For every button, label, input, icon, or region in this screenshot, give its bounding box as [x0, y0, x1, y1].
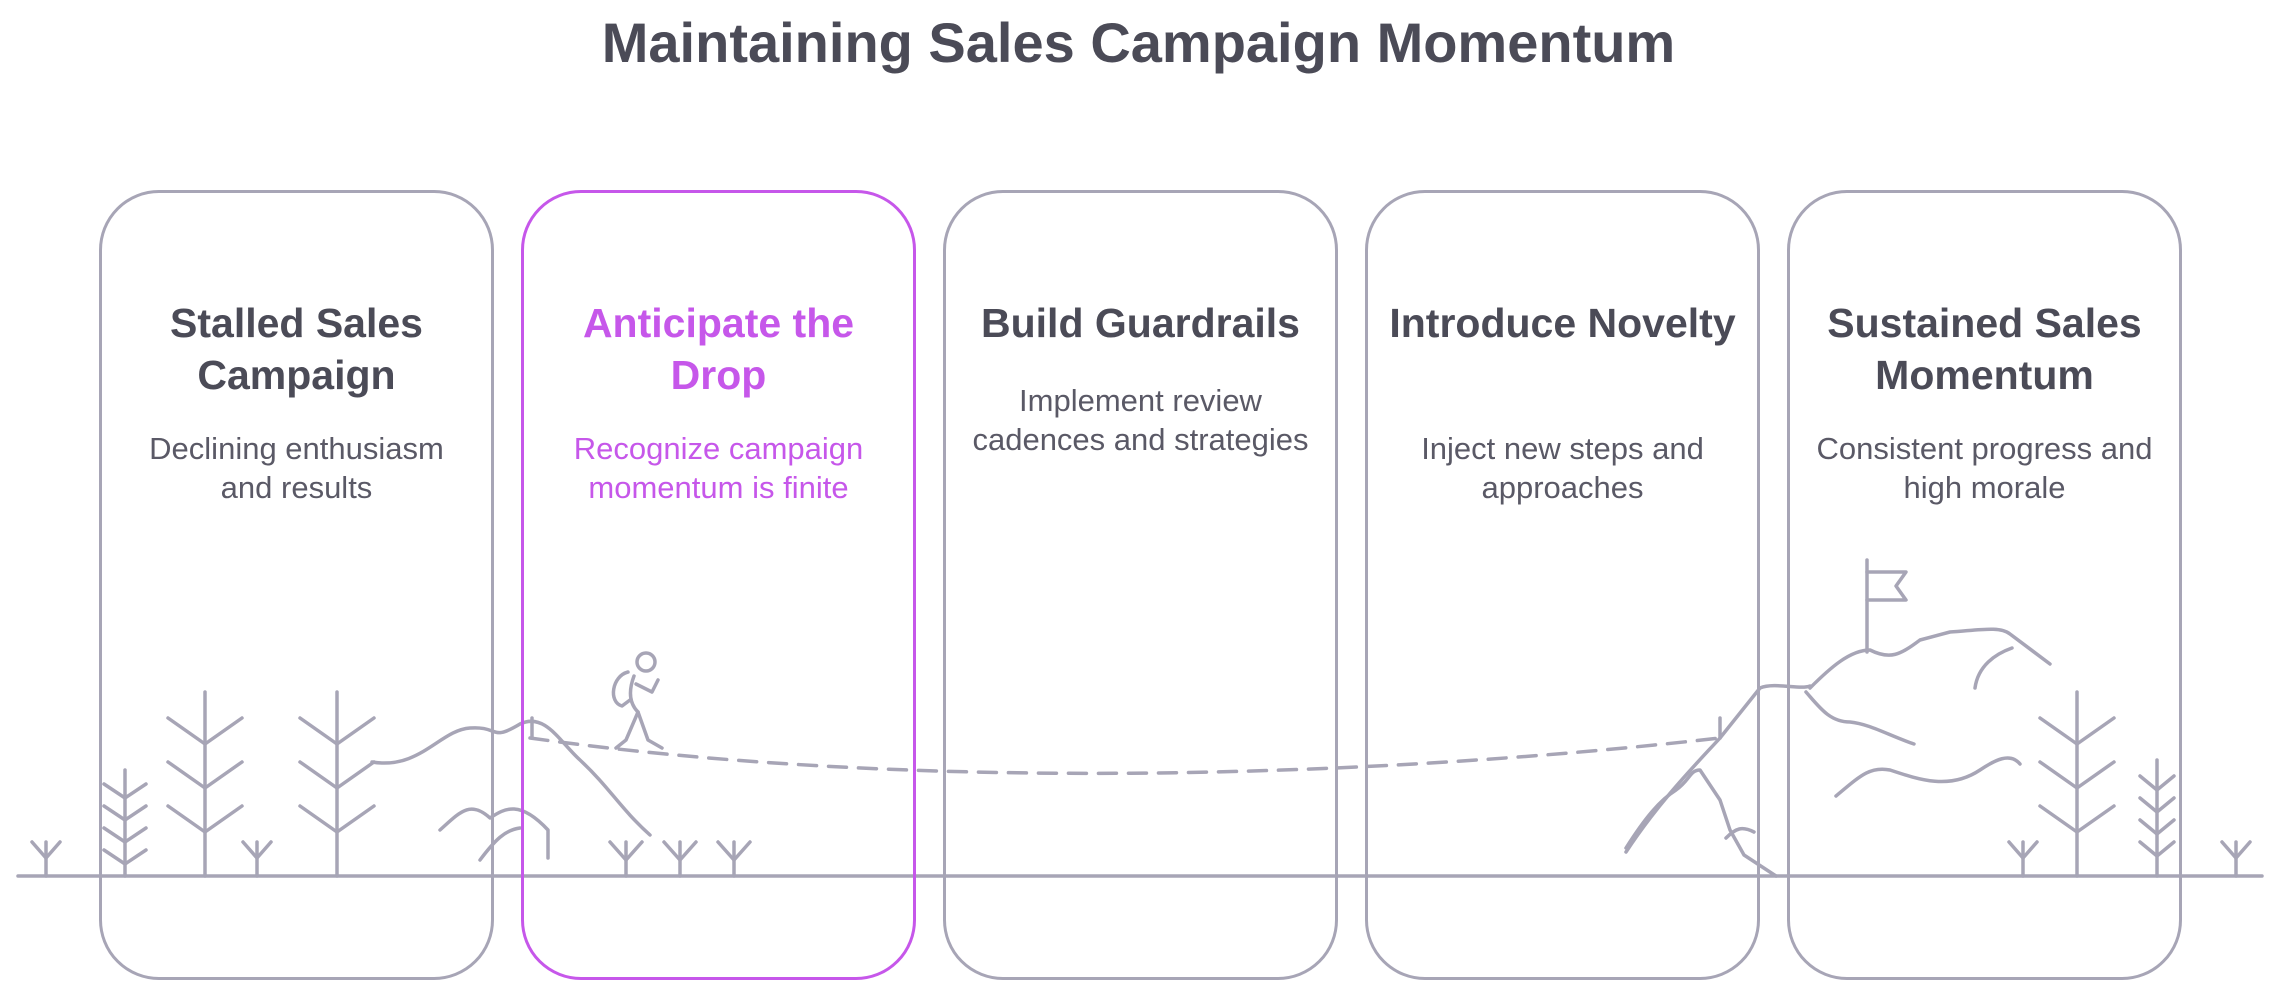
pine-tree-icon: [166, 690, 244, 878]
step-card-anticipate-the-drop: Anticipate the Drop Recognize campaign m…: [521, 190, 916, 980]
page-title: Maintaining Sales Campaign Momentum: [601, 11, 1676, 74]
grass-sprout-icon: [608, 840, 644, 878]
step-title: Build Guardrails: [981, 300, 1300, 346]
step-description: Inject new steps and approaches: [1421, 431, 1704, 505]
hill-icon: [1804, 690, 1916, 746]
pine-tree-icon: [102, 768, 148, 878]
step-card-introduce-novelty: Introduce Novelty Inject new steps and a…: [1365, 190, 1760, 980]
hill-icon: [1834, 756, 2022, 798]
mountain-peak-icon: [1808, 627, 2052, 690]
grass-sprout-icon: [662, 840, 698, 878]
step-card-build-guardrails: Build Guardrails Implement review cadenc…: [943, 190, 1338, 980]
pine-tree-icon: [2138, 758, 2176, 878]
hill-icon: [438, 807, 550, 860]
step-title: Anticipate the Drop: [582, 300, 855, 398]
grass-sprout-icon: [30, 840, 62, 878]
step-title: Stalled Sales Campaign: [170, 300, 423, 398]
step-title: Sustained Sales Momentum: [1827, 300, 2142, 398]
grass-sprout-icon: [716, 840, 752, 878]
grass-sprout-icon: [241, 840, 273, 878]
dashed-journey-path: [528, 736, 1722, 776]
step-description: Recognize campaign momentum is finite: [573, 431, 864, 505]
summit-flag-icon: [1865, 558, 1908, 654]
mountain-peak-icon: [1624, 768, 1778, 878]
step-description: Consistent progress and high morale: [1816, 431, 2153, 505]
step-description: Implement review cadences and strategies: [972, 383, 1309, 457]
hill-icon: [370, 719, 652, 837]
hill-icon: [478, 826, 522, 862]
hill-icon: [1624, 683, 1812, 854]
hill-icon: [1724, 826, 1756, 840]
pine-tree-icon: [2038, 690, 2116, 878]
step-description: Declining enthusiasm and results: [149, 431, 444, 505]
hiker-icon: [611, 651, 664, 750]
grass-sprout-icon: [2007, 840, 2039, 878]
step-title: Introduce Novelty: [1389, 300, 1736, 346]
grass-sprout-icon: [2220, 840, 2252, 878]
pine-tree-icon: [298, 690, 376, 878]
step-card-stalled-sales-campaign: Stalled Sales Campaign Declining enthusi…: [99, 190, 494, 980]
step-card-sustained-sales-momentum: Sustained Sales Momentum Consistent prog…: [1787, 190, 2182, 980]
hill-icon: [1973, 646, 2014, 690]
